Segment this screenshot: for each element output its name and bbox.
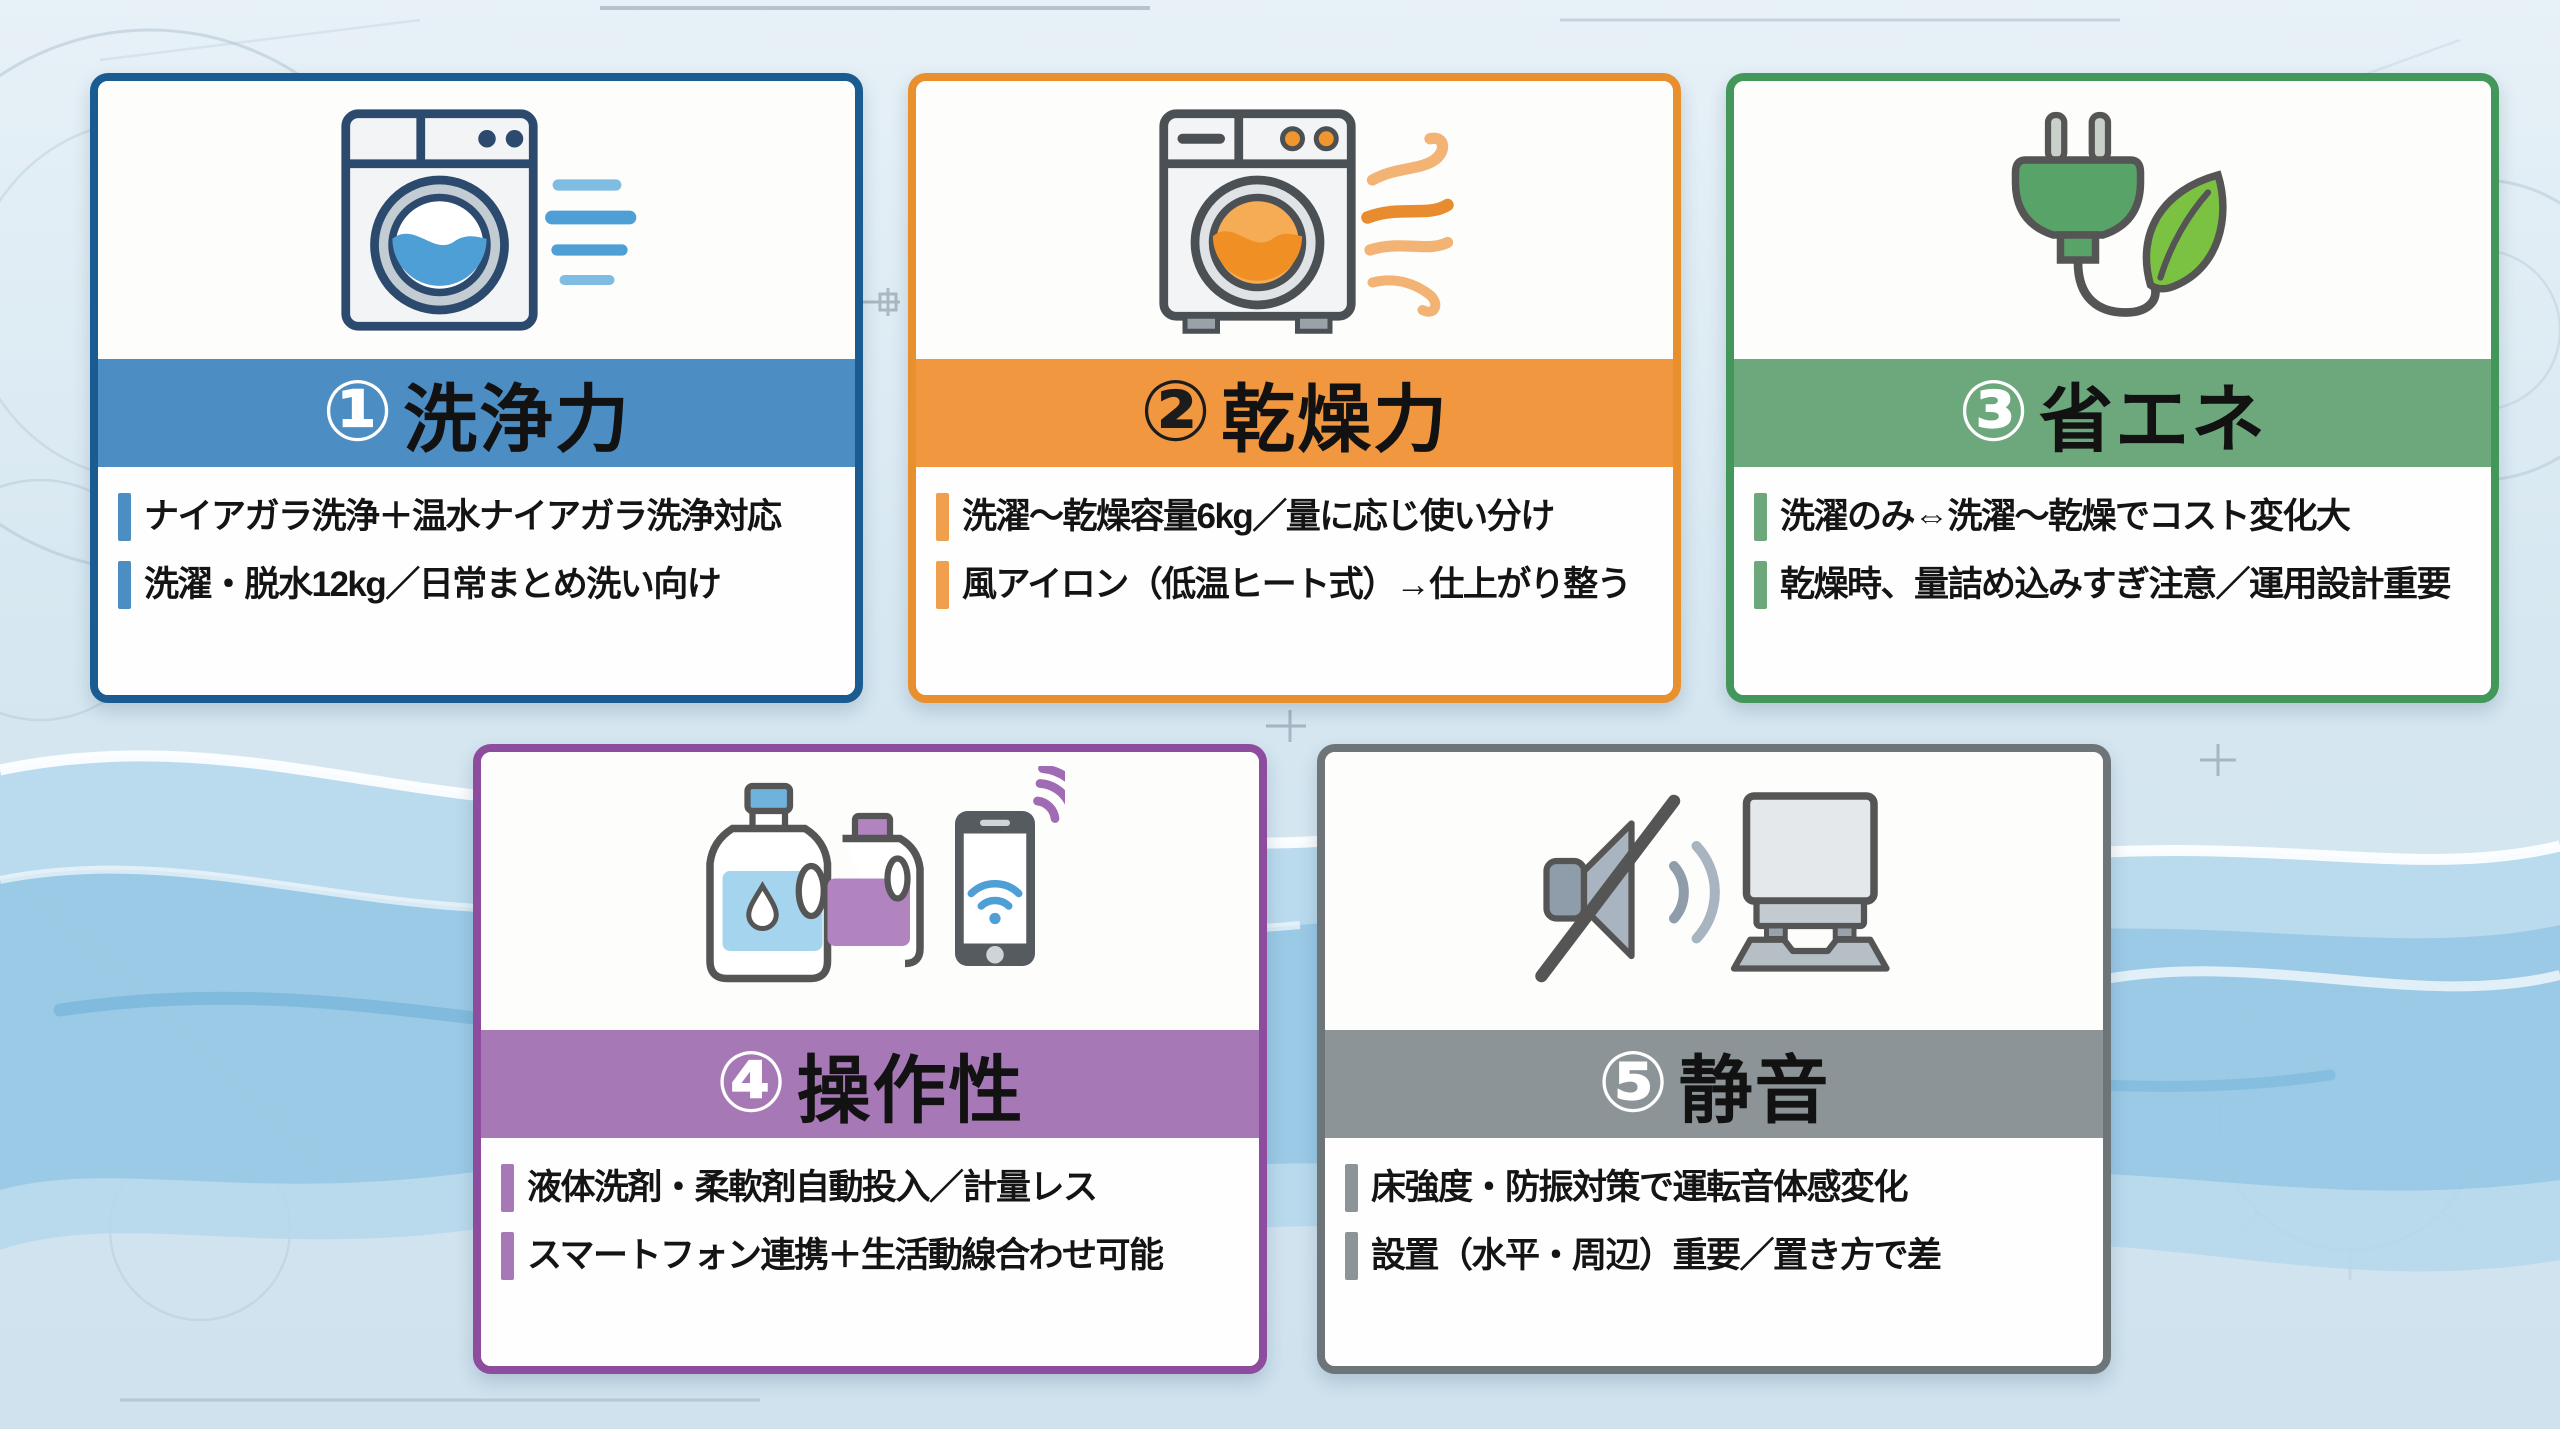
card-washing-power: ① 洗浄力 ナイアガラ洗浄＋温水ナイアガラ洗浄対応 洗濯・脱水12kg／日常まと… [90,73,863,703]
card-title: 操作性 [796,1048,1025,1132]
card-title-band: ⑤ 静音 [1325,1030,2103,1138]
detergent-smartphone-icon [481,752,1259,1030]
bullet-text: スマートフォン連携＋生活動線合わせ可能 [527,1236,1164,1275]
bullet-item: 床強度・防振対策で運転音体感変化 [1345,1164,2087,1212]
bullet-bar [501,1164,514,1212]
card-energy-saving: ③ 省エネ 洗濯のみ⇔洗濯～乾燥でコスト変化大 乾燥時、量詰め込みすぎ注意／運用… [1726,73,2499,703]
bullet-bar [936,493,949,541]
card-bullets: 洗濯～乾燥容量6kg／量に応じ使い分け 風アイロン（低温ヒート式）→仕上がり整う [916,467,1673,695]
bullet-text: 乾燥時、量詰め込みすぎ注意／運用設計重要 [1780,565,2452,604]
bullet-item: 風アイロン（低温ヒート式）→仕上がり整う [936,561,1657,609]
bullet-bar [1754,561,1767,609]
circled-number: ④ [715,1035,787,1129]
card-title: 乾燥力 [1221,377,1450,461]
bullet-text: 設置（水平・周辺）重要／置き方で差 [1371,1236,1942,1275]
circled-number: ② [1139,364,1212,458]
bullet-text: 風アイロン（低温ヒート式）→仕上がり整う [962,565,1632,604]
card-title: 洗浄力 [403,377,632,461]
muted-speaker-machine-icon [1325,752,2103,1030]
bullet-text: 洗濯・脱水12kg／日常まとめ洗い向け [144,565,722,604]
bullet-bar [936,561,949,609]
plug-leaf-icon [1734,81,2491,359]
bullet-bar [1345,1164,1358,1212]
card-title: 静音 [1678,1048,1831,1132]
bullet-bar [118,493,131,541]
bullet-item: 洗濯・脱水12kg／日常まとめ洗い向け [118,561,839,609]
bullet-bar [1345,1232,1358,1280]
card-bullets: 洗濯のみ⇔洗濯～乾燥でコスト変化大 乾燥時、量詰め込みすぎ注意／運用設計重要 [1734,467,2491,695]
card-bullets: ナイアガラ洗浄＋温水ナイアガラ洗浄対応 洗濯・脱水12kg／日常まとめ洗い向け [98,467,855,695]
card-title-band: ② 乾燥力 [916,359,1673,467]
card-quietness: ⑤ 静音 床強度・防振対策で運転音体感変化 設置（水平・周辺）重要／置き方で差 [1317,744,2111,1374]
card-drying-power: ② 乾燥力 洗濯～乾燥容量6kg／量に応じ使い分け 風アイロン（低温ヒート式）→… [908,73,1681,703]
washing-machine-water-wind-icon [98,81,855,359]
card-usability: ④ 操作性 液体洗剤・柔軟剤自動投入／計量レス スマートフォン連携＋生活動線合わ… [473,744,1267,1374]
bullet-text: 床強度・防振対策で運転音体感変化 [1371,1168,1909,1207]
bullet-item: 洗濯のみ⇔洗濯～乾燥でコスト変化大 [1754,493,2475,541]
bullet-item: ナイアガラ洗浄＋温水ナイアガラ洗浄対応 [118,493,839,541]
bullet-bar [1754,493,1767,541]
card-title-band: ③ 省エネ [1734,359,2491,467]
bullet-item: スマートフォン連携＋生活動線合わせ可能 [501,1232,1243,1280]
bullet-bar [501,1232,514,1280]
card-title: 省エネ [2039,377,2268,461]
bullet-text: 液体洗剤・柔軟剤自動投入／計量レス [527,1168,1098,1207]
washing-machine-warm-wind-icon [916,81,1673,359]
card-title-band: ④ 操作性 [481,1030,1259,1138]
circled-number: ③ [1957,364,2030,458]
bullet-text: ナイアガラ洗浄＋温水ナイアガラ洗浄対応 [144,497,782,536]
card-title-band: ① 洗浄力 [98,359,855,467]
bullet-item: 液体洗剤・柔軟剤自動投入／計量レス [501,1164,1243,1212]
card-bullets: 床強度・防振対策で運転音体感変化 設置（水平・周辺）重要／置き方で差 [1325,1138,2103,1366]
bullet-text: 洗濯のみ⇔洗濯～乾燥でコスト変化大 [1780,497,2351,536]
bullet-text: 洗濯～乾燥容量6kg／量に応じ使い分け [962,497,1555,536]
circled-number: ⑤ [1597,1035,1669,1129]
bullet-item: 洗濯～乾燥容量6kg／量に応じ使い分け [936,493,1657,541]
bullet-item: 設置（水平・周辺）重要／置き方で差 [1345,1232,2087,1280]
bullet-bar [118,561,131,609]
card-bullets: 液体洗剤・柔軟剤自動投入／計量レス スマートフォン連携＋生活動線合わせ可能 [481,1138,1259,1366]
bullet-item: 乾燥時、量詰め込みすぎ注意／運用設計重要 [1754,561,2475,609]
circled-number: ① [321,364,394,458]
